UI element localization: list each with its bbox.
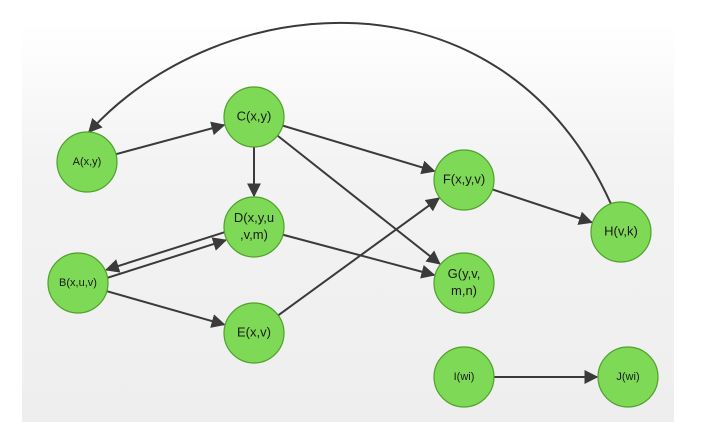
node-c: C(x,y) — [223, 86, 285, 148]
node-f-circle — [433, 149, 495, 211]
node-i-circle — [433, 346, 495, 408]
edge-c-to-g — [276, 134, 441, 265]
node-j-circle — [597, 346, 659, 408]
edge-h-to-a — [88, 21, 612, 205]
node-d-circle — [223, 196, 285, 258]
edges-layer — [88, 21, 612, 384]
node-e-circle — [223, 302, 285, 364]
node-g: G(y,v, m,n) — [433, 252, 495, 314]
node-c-circle — [223, 86, 285, 148]
node-c-label: C(x,y) — [237, 108, 272, 123]
node-f: F(x,y,v) — [433, 149, 495, 211]
edge-e-to-f — [277, 197, 441, 317]
node-a-circle — [56, 131, 118, 193]
edge-f-to-h — [492, 188, 593, 225]
node-d-label: ,v,m) — [240, 227, 268, 242]
node-j-label: J(wi) — [616, 371, 639, 383]
node-j: J(wi) — [597, 346, 659, 408]
node-g-label: m,n) — [451, 283, 477, 298]
edge-d-to-b — [104, 231, 225, 273]
edge-d-to-g — [282, 233, 436, 279]
node-d-label: D(x,y,u — [234, 210, 274, 225]
node-d: D(x,y,u ,v,m) — [223, 196, 285, 258]
node-f-label: F(x,y,v) — [443, 171, 485, 186]
edge-b-to-e — [106, 290, 226, 328]
node-h-label: H(v,k) — [604, 223, 638, 238]
background-panel — [22, 22, 674, 422]
node-i-label: I(wi) — [454, 371, 475, 383]
node-b-circle — [47, 252, 109, 314]
node-a: A(x,y) — [56, 131, 118, 193]
node-e: E(x,v) — [223, 302, 285, 364]
node-g-circle — [433, 252, 495, 314]
nodes-layer: A(x,y) B(x,u,v) C(x,y) D(x,y,u ,v,m) E(x,v) F(… — [47, 86, 659, 408]
edge-b-to-d — [107, 237, 228, 279]
node-b: B(x,u,v) — [47, 252, 109, 314]
node-g-label: G(y,v, — [448, 266, 481, 281]
node-e-label: E(x,v) — [237, 324, 271, 339]
edge-a-to-c — [115, 121, 226, 156]
node-i: I(wi) — [433, 346, 495, 408]
node-h: H(v,k) — [590, 201, 652, 263]
node-h-circle — [590, 201, 652, 263]
node-b-label: B(x,u,v) — [59, 277, 97, 289]
edge-c-to-f — [282, 124, 436, 175]
node-a-label: A(x,y) — [73, 156, 102, 168]
